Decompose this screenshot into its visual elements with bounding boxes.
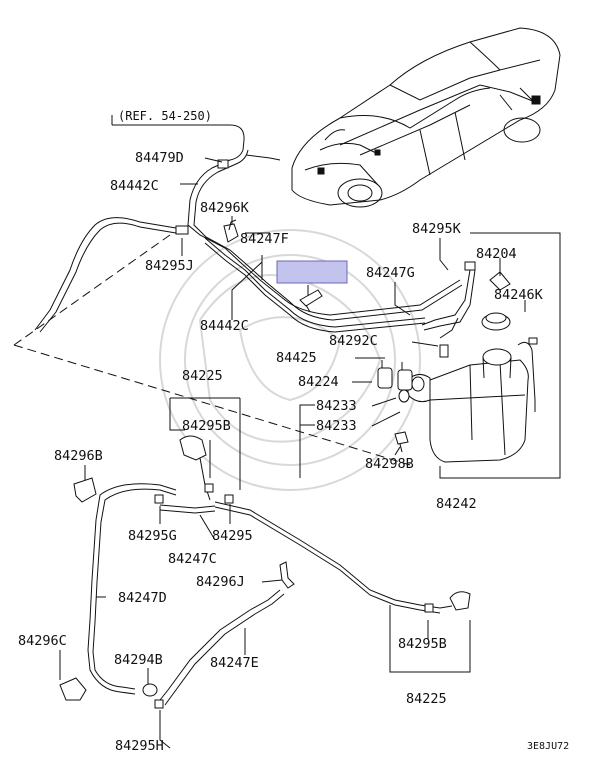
nozzle-right-icon: [439, 591, 471, 611]
label-84233-b[interactable]: 84233: [316, 418, 357, 434]
label-84225-top[interactable]: 84225: [182, 368, 223, 384]
label-84247F[interactable]: 84247F: [240, 231, 289, 247]
label-84442C-mid[interactable]: 84442C: [200, 318, 249, 334]
label-84242[interactable]: 84242: [436, 496, 477, 512]
label-84247D[interactable]: 84247D: [118, 590, 167, 606]
label-84295B-bot[interactable]: 84295B: [398, 636, 447, 652]
clip-84296k-icon: [223, 219, 239, 243]
label-84246K[interactable]: 84246K: [494, 287, 544, 303]
label-84295G[interactable]: 84295G: [128, 528, 177, 544]
label-84296J[interactable]: 84296J: [196, 574, 245, 590]
washer-tank-icon: [407, 337, 538, 463]
connector-icon: [439, 344, 449, 358]
check-valve-icon: [142, 683, 158, 697]
label-84224[interactable]: 84224: [298, 374, 339, 390]
bolt-icon: [394, 431, 409, 453]
vehicle-outline-icon: [291, 27, 561, 208]
reference-label: (REF. 54-250): [118, 109, 212, 123]
label-84292C[interactable]: 84292C: [329, 333, 378, 349]
label-84295J[interactable]: 84295J: [145, 258, 194, 274]
filler-neck-icon: [489, 271, 511, 291]
leader-lines: [59, 157, 526, 735]
label-84298B[interactable]: 84298B: [365, 456, 414, 472]
label-84296K[interactable]: 84296K: [200, 200, 250, 216]
grommet-icon: [411, 376, 425, 392]
label-84233-a[interactable]: 84233: [316, 398, 357, 414]
label-84295K[interactable]: 84295K: [412, 221, 462, 237]
label-84204[interactable]: 84204: [476, 246, 517, 262]
label-84225-bot[interactable]: 84225: [406, 691, 447, 707]
watermark-emblem: [159, 229, 421, 491]
clip-84296m-icon: [299, 289, 323, 313]
diagram-code: 3E8JU72: [527, 741, 569, 752]
label-84296B[interactable]: 84296B: [54, 448, 103, 464]
washer-pump-icon: [377, 360, 413, 391]
label-84247G[interactable]: 84247G: [366, 265, 415, 281]
label-84425[interactable]: 84425: [276, 350, 317, 366]
label-84479D[interactable]: 84479D: [135, 150, 184, 166]
label-84295[interactable]: 84295: [212, 528, 253, 544]
clip-84296j-icon: [279, 561, 295, 589]
highlight-box: [276, 260, 348, 284]
nozzle-upper-icon: [179, 435, 211, 501]
label-84294B[interactable]: 84294B: [114, 652, 163, 668]
label-84247C[interactable]: 84247C: [168, 551, 217, 567]
label-84295H[interactable]: 84295H: [115, 738, 164, 754]
label-84296C[interactable]: 84296C: [18, 633, 67, 649]
label-84247E[interactable]: 84247E: [210, 655, 259, 671]
tank-cap-icon: [481, 312, 511, 331]
nozzle-left-icon: [73, 477, 97, 503]
label-84295B-top[interactable]: 84295B: [182, 418, 231, 434]
nozzle-lower-left-icon: [59, 677, 87, 701]
label-84442C-top[interactable]: 84442C: [110, 178, 159, 194]
